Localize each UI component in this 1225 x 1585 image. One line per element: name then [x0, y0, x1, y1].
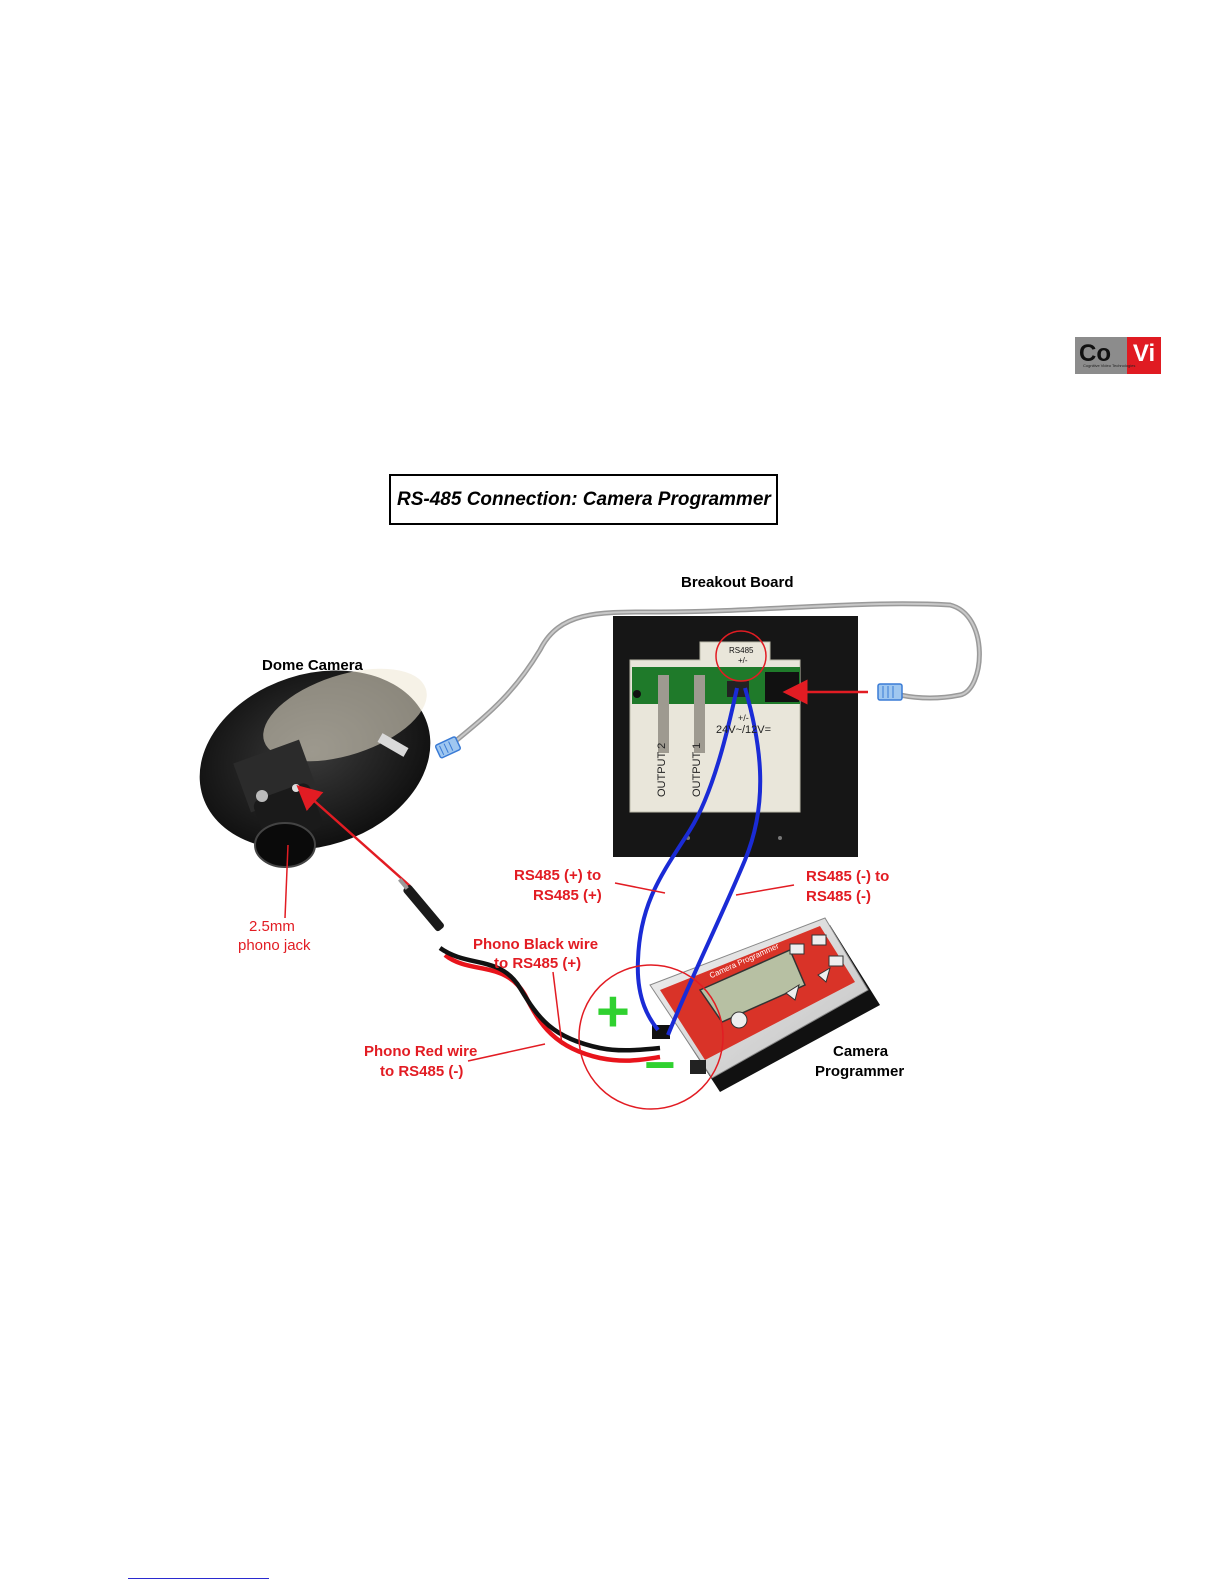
- phono-black-wire: [438, 946, 661, 1053]
- phono-jack-note-1: 2.5mm: [249, 918, 295, 935]
- rs485-highlight-circle: [715, 630, 767, 682]
- connection-highlight-circle: [578, 964, 724, 1110]
- rj45-plug-dome: [434, 736, 461, 759]
- phono-black-note-1: Phono Black wire: [473, 936, 599, 953]
- rs485-minus-note-1: RS485 (-) to: [806, 868, 890, 885]
- phono-black-callout: [552, 971, 563, 1046]
- output1-connector: [694, 675, 705, 753]
- phono-red-callout: [467, 1043, 546, 1062]
- network-jack: [765, 672, 799, 702]
- rs485-plus-callout: [614, 882, 666, 894]
- logo-right: Vi: [1127, 337, 1161, 374]
- diagram-title-box: RS-485 Connection: Camera Programmer: [389, 474, 778, 525]
- phono-jack-pointer: [284, 844, 289, 919]
- dome-camera: [199, 668, 431, 868]
- phono-black-note-2: to RS485 (+): [494, 955, 582, 972]
- board-power-label: +/-: [738, 713, 749, 723]
- breakout-board-label: Breakout Board: [681, 574, 794, 591]
- camera-programmer-label-1: Camera: [833, 1043, 889, 1060]
- rs485-plus-note-2: RS485 (+): [533, 887, 602, 904]
- covi-logo: Co Vi Cognitive Video Technologies: [1075, 337, 1161, 374]
- rs485-plus-note-1: RS485 (+) to: [514, 867, 602, 884]
- rs485-minus-note-2: RS485 (-): [806, 888, 872, 905]
- phono-red-note-1: Phono Red wire: [364, 1043, 478, 1060]
- board-output2-label: OUTPUT 2: [656, 742, 668, 797]
- rs485-minus-callout: [735, 884, 795, 896]
- phono-jack-note-2: phono jack: [238, 937, 311, 954]
- board-rs485-polarity: +/-: [738, 656, 748, 665]
- pcb-hole: [633, 690, 641, 698]
- footer-rule: [128, 1578, 269, 1579]
- rs485-plus-wire: [635, 687, 739, 1032]
- phono-plug: [398, 878, 444, 932]
- polarity-plus: +: [596, 979, 630, 1044]
- logo-left: Co: [1075, 337, 1127, 374]
- phono-red-note-2: to RS485 (-): [380, 1063, 464, 1080]
- board-power-voltage: 24V~/12V=: [716, 724, 772, 736]
- board-rs485-label: RS485: [729, 646, 754, 655]
- output2-connector: [658, 675, 669, 753]
- phono-red-wire: [443, 953, 661, 1063]
- logo-tagline: Cognitive Video Technologies: [1083, 363, 1136, 368]
- dome-camera-label: Dome Camera: [262, 657, 363, 674]
- diagram-title: RS-485 Connection: Camera Programmer: [397, 488, 771, 510]
- polarity-minus: −: [644, 1035, 676, 1095]
- camera-programmer-label-2: Programmer: [815, 1063, 905, 1080]
- board-output1-label: OUTPUT 1: [691, 742, 703, 797]
- camera-programmer: [649, 917, 880, 1092]
- mount-screw-2: [778, 836, 782, 840]
- network-cable-outline: [444, 602, 981, 751]
- rj45-plug-board: [877, 683, 903, 701]
- phono-jack-arrow: [296, 785, 411, 887]
- rs485-minus-wire: [666, 687, 763, 1036]
